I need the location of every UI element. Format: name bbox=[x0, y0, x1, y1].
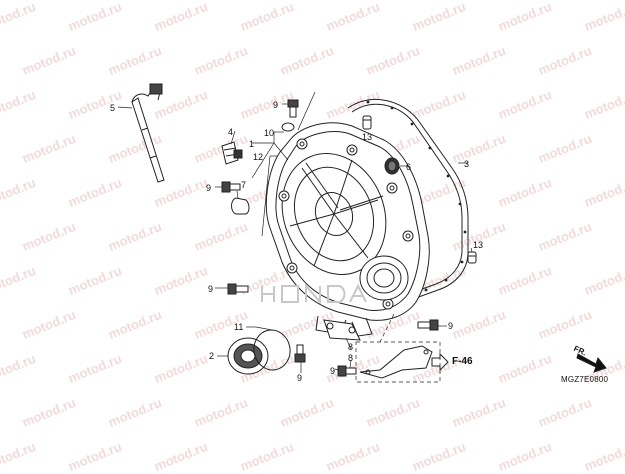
callout-9e: 9 bbox=[330, 366, 336, 376]
ref-dashed-box bbox=[355, 341, 441, 383]
callout-1: 1 bbox=[249, 139, 255, 149]
callout-7: 7 bbox=[241, 180, 247, 190]
clamp-7 bbox=[231, 197, 250, 215]
callout-12: 12 bbox=[253, 152, 264, 162]
oil-seal bbox=[384, 157, 400, 175]
bolt-9-top bbox=[287, 99, 299, 118]
bolt-9-left bbox=[221, 181, 241, 193]
bolt-9-bottom bbox=[337, 365, 357, 377]
fr-arrow-icon bbox=[576, 353, 607, 373]
callout-3: 3 bbox=[464, 159, 470, 169]
callout-9b: 9 bbox=[206, 183, 212, 193]
bolt-9-right bbox=[417, 319, 439, 331]
cap-2 bbox=[227, 337, 269, 375]
callout-11: 11 bbox=[234, 322, 244, 332]
callout-9f: 9 bbox=[448, 321, 454, 331]
dowel-pin-top bbox=[362, 115, 372, 130]
callout-10: 10 bbox=[264, 128, 275, 138]
cover-rim bbox=[275, 131, 421, 311]
bolt-9-lower bbox=[294, 344, 306, 363]
callout-9c: 9 bbox=[208, 284, 214, 294]
callout-13a: 13 bbox=[362, 132, 373, 142]
dowel-pin-right bbox=[467, 251, 477, 264]
cover-dome bbox=[281, 153, 387, 275]
spacer-10 bbox=[281, 122, 295, 132]
gasket-inner bbox=[351, 103, 463, 293]
gasket-outline bbox=[347, 99, 469, 299]
callout-8a: 8 bbox=[348, 342, 354, 352]
wire-stay bbox=[131, 83, 165, 183]
callout-4: 4 bbox=[228, 127, 234, 137]
brand-mark bbox=[261, 283, 367, 305]
bracket-8 bbox=[323, 319, 361, 341]
callout-9d: 9 bbox=[297, 373, 303, 383]
diagram-code: MGZ7E0800 bbox=[561, 375, 609, 384]
f46-bracket bbox=[359, 345, 433, 379]
cover-ribs bbox=[289, 159, 384, 267]
bolt-9-mid bbox=[227, 283, 249, 295]
reference-label[interactable]: F-46 bbox=[452, 356, 473, 367]
cover-bolt-bosses bbox=[278, 138, 414, 310]
callout-8b: 8 bbox=[348, 353, 354, 363]
sensor-connector bbox=[221, 141, 243, 165]
callout-2: 2 bbox=[209, 351, 215, 361]
callout-9a: 9 bbox=[273, 100, 279, 110]
callout-5: 5 bbox=[110, 103, 116, 113]
callout-6: 6 bbox=[406, 162, 412, 172]
callout-13b: 13 bbox=[473, 240, 484, 250]
o-ring-11 bbox=[253, 329, 291, 371]
